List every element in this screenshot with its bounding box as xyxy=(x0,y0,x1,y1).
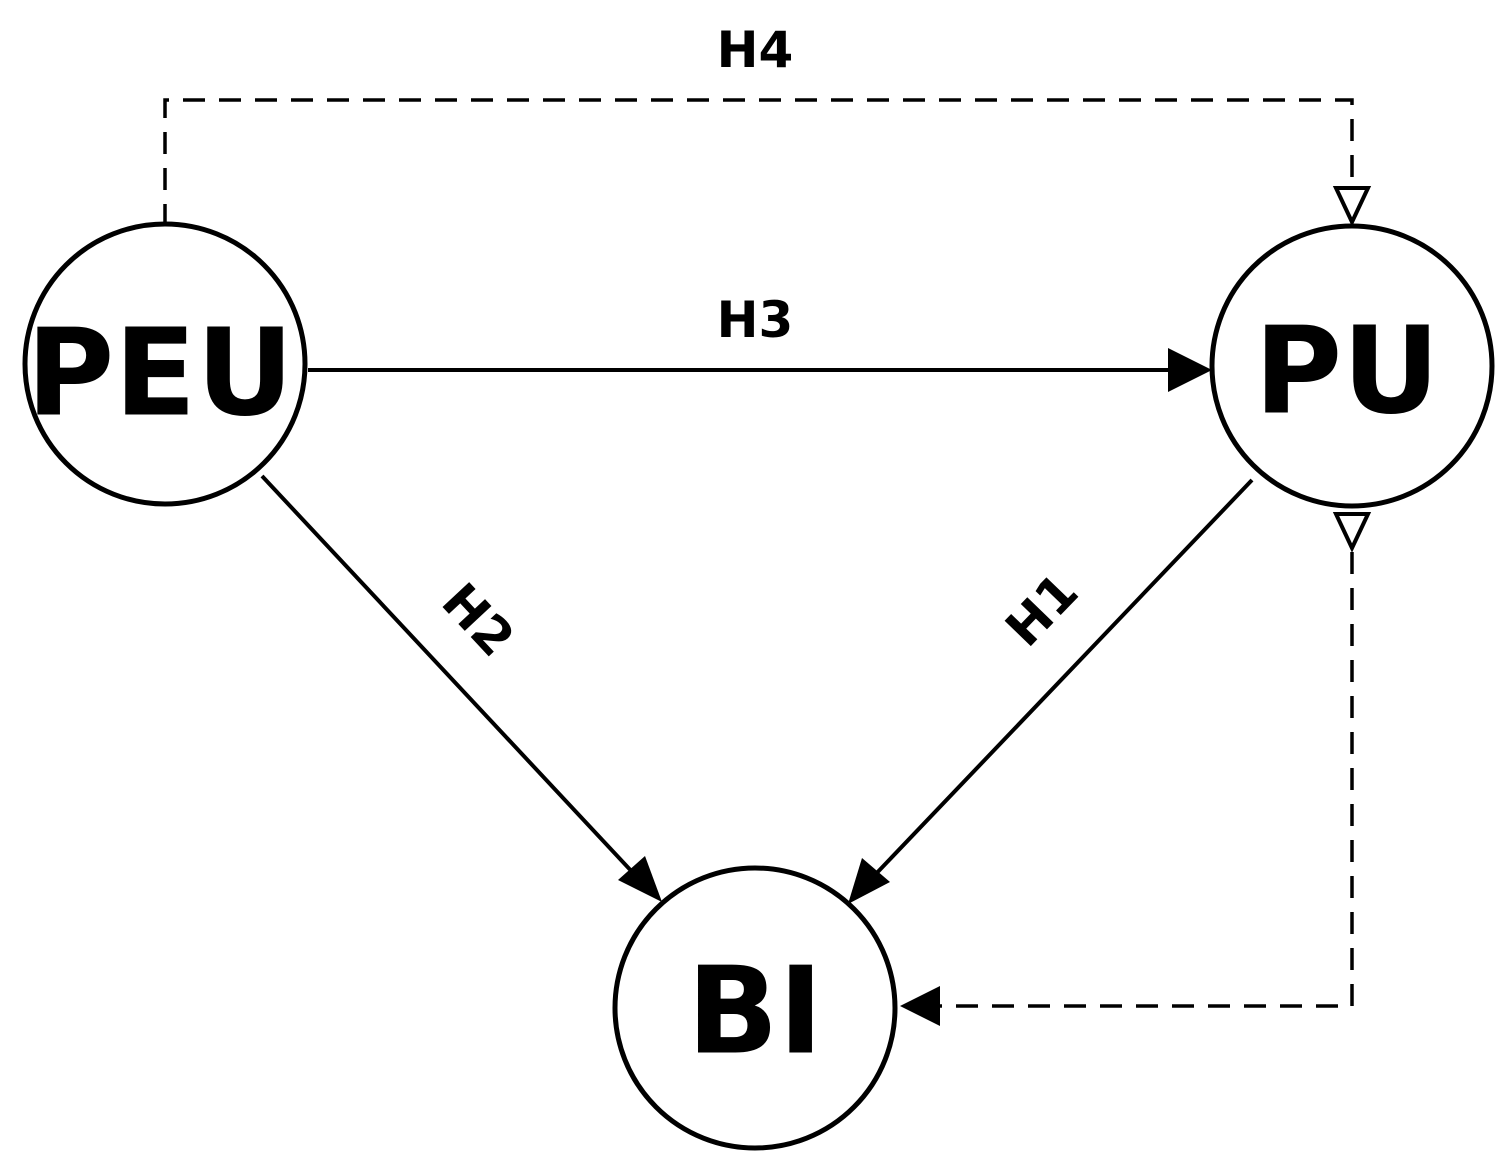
edge-pu-bi-dashed-arrowhead xyxy=(900,986,940,1026)
edge-h3: H3 xyxy=(308,291,1212,392)
edge-h3-label: H3 xyxy=(717,291,794,349)
node-peu: PEU xyxy=(22,221,308,507)
edge-h4-label: H4 xyxy=(717,21,794,79)
edge-h1: H1 xyxy=(848,478,1254,904)
node-peu-label: PEU xyxy=(26,305,293,444)
edge-h2: H2 xyxy=(260,474,662,902)
node-pu-label: PU xyxy=(1254,303,1439,442)
edge-h2-arrowhead xyxy=(618,856,662,902)
node-peu-circle xyxy=(22,221,308,507)
edge-h3-arrowhead xyxy=(1168,348,1212,392)
edge-pu-bi-dashed-tail-arrowhead xyxy=(1332,512,1372,553)
edge-h1-line xyxy=(870,478,1254,880)
node-pu: PU xyxy=(1209,223,1495,509)
edge-h1-label: H1 xyxy=(995,562,1090,657)
node-bi-circle xyxy=(612,865,898,1151)
edge-h2-line xyxy=(260,474,638,878)
edge-h2-label: H2 xyxy=(431,572,526,668)
edge-h1-arrowhead xyxy=(848,858,890,904)
edge-h4-arrowhead xyxy=(1332,186,1372,227)
node-bi: BI xyxy=(612,865,898,1151)
node-bi-label: BI xyxy=(687,943,823,1082)
node-pu-circle xyxy=(1209,223,1495,509)
edge-pu-bi-dashed xyxy=(900,512,1372,1026)
edge-pu-bi-dashed-line xyxy=(936,552,1354,1008)
edge-h4: H4 xyxy=(163,21,1372,227)
edge-h4-line xyxy=(163,98,1354,226)
